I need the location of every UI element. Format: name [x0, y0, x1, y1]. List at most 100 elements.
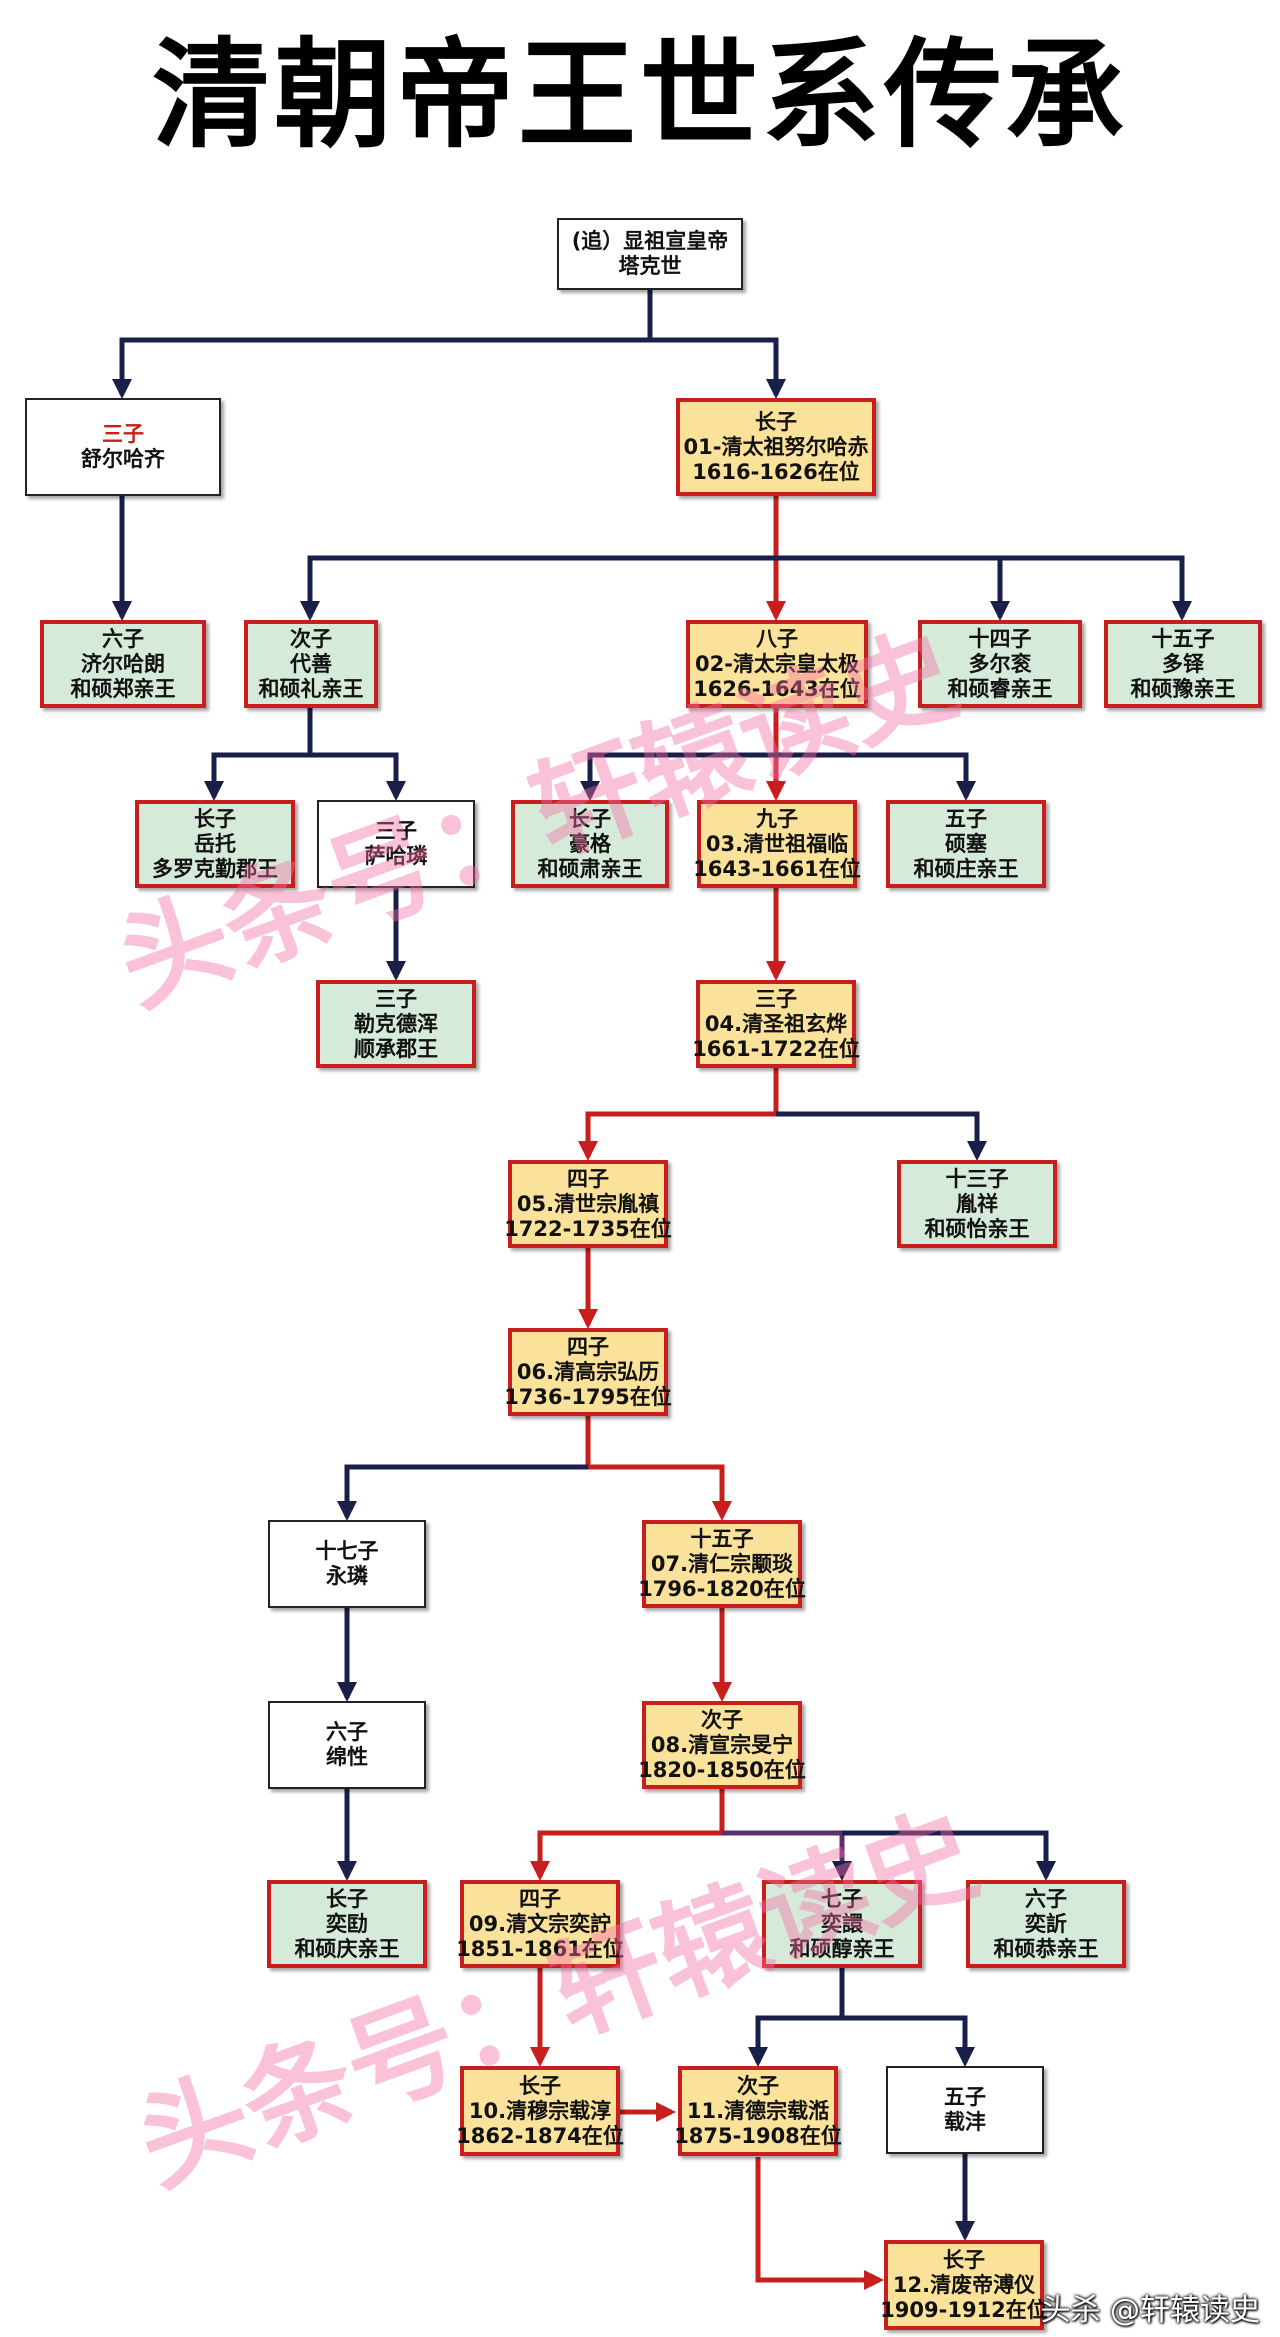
- node-line: 02-清太宗皇太极: [695, 651, 859, 676]
- node-line: 11.清德宗载湉: [686, 2098, 830, 2123]
- edge-hongtaiji-shose: [776, 752, 976, 801]
- node-line: 六子: [326, 1720, 368, 1744]
- node-line: 和硕礼亲王: [258, 676, 364, 701]
- node-line: 1862-1874在位: [456, 2123, 624, 2148]
- node-zaifeng: 五子载沣: [886, 2066, 1044, 2154]
- node-mianxing: 六子绵性: [268, 1701, 426, 1789]
- node-yikuang: 长子奕劻和硕庆亲王: [267, 1880, 427, 1968]
- node-line: 塔克世: [618, 254, 682, 278]
- node-line: 十四子: [968, 626, 1032, 651]
- edge-kangxi-yinxiang: [776, 1111, 987, 1161]
- node-line: 1661-1722在位: [692, 1036, 860, 1061]
- node-line: 1736-1795在位: [504, 1384, 672, 1409]
- node-line: 舒尔哈齐: [81, 447, 165, 471]
- node-line: (追）显祖宣皇帝: [571, 229, 729, 253]
- node-line: 绵性: [326, 1745, 368, 1769]
- node-line: 1909-1912在位: [880, 2297, 1048, 2322]
- node-line: 八子: [756, 626, 798, 651]
- node-line: 永璘: [326, 1564, 368, 1588]
- node-line: 和硕豫亲王: [1130, 676, 1236, 701]
- node-line: 1616-1626在位: [692, 459, 860, 484]
- edge-taksi-nurhaci: [650, 337, 786, 399]
- node-line: 1796-1820在位: [638, 1576, 806, 1601]
- edge-qianlong-yonglin: [337, 1464, 588, 1521]
- edge-taksi-shurhaci: [112, 290, 653, 399]
- node-line: 和硕怡亲王: [924, 1216, 1030, 1241]
- node-line: 1820-1850在位: [638, 1757, 806, 1782]
- node-line: 05.清世宗胤禛: [516, 1191, 660, 1216]
- node-line: 03.清世祖福临: [705, 831, 849, 856]
- node-line: 三子: [375, 986, 417, 1011]
- edge-daoguang-yixuan: [722, 1830, 852, 1881]
- node-line: 五子: [945, 806, 987, 831]
- edge-kangxi-yongzheng: [578, 1066, 779, 1161]
- node-line: 四子: [567, 1166, 609, 1191]
- node-line: 四子: [567, 1334, 609, 1359]
- edge-nurhaci-dodo: [1000, 555, 1192, 621]
- node-line: 长子: [326, 1886, 368, 1911]
- edge-nurhaci-daishan: [300, 555, 776, 621]
- node-line: 和硕郑亲王: [70, 676, 176, 701]
- node-line: 三子: [375, 819, 417, 843]
- node-line: 十五子: [690, 1526, 754, 1551]
- node-line: 九子: [756, 806, 798, 831]
- node-line: 多尔衮: [968, 651, 1032, 676]
- node-dorgon: 十四子多尔衮和硕睿亲王: [918, 620, 1082, 708]
- node-line: 和硕醇亲王: [789, 1936, 895, 1961]
- node-line: 和硕恭亲王: [993, 1936, 1099, 1961]
- node-shurhaci: 三子舒尔哈齐: [25, 398, 221, 496]
- node-jirgalang: 六子济尔哈朗和硕郑亲王: [40, 620, 206, 708]
- node-taksi: (追）显祖宣皇帝塔克世: [557, 218, 743, 290]
- node-shose: 五子硕塞和硕庄亲王: [886, 800, 1046, 888]
- node-line: 岳托: [194, 831, 236, 856]
- node-line: 六子: [102, 626, 144, 651]
- node-line: 长子: [194, 806, 236, 831]
- node-line: 次子: [737, 2073, 779, 2098]
- node-line: 和硕肃亲王: [537, 856, 643, 881]
- author-credit: 头杀 @轩辕读史: [1040, 2293, 1260, 2328]
- node-line: 奕劻: [326, 1911, 368, 1936]
- node-line: 长子: [519, 2073, 561, 2098]
- node-line: 奕訢: [1025, 1911, 1067, 1936]
- edge-yixuan-guangxu: [748, 1966, 845, 2067]
- node-line: 和硕庆亲王: [294, 1936, 400, 1961]
- node-yinxiang: 十三子胤祥和硕怡亲王: [897, 1160, 1057, 1248]
- node-line: 08.清宣宗旻宁: [650, 1732, 794, 1757]
- node-line: 06.清高宗弘历: [516, 1359, 660, 1384]
- node-line: 01-清太祖努尔哈赤: [683, 434, 869, 459]
- edge-hongtaiji-hooge: [580, 752, 776, 801]
- node-line: 顺承郡王: [354, 1036, 438, 1061]
- node-sahaliyan: 三子萨哈璘: [317, 800, 475, 888]
- node-line: 豪格: [569, 831, 611, 856]
- node-line: 多罗克勤郡王: [152, 856, 278, 881]
- node-line: 1722-1735在位: [504, 1216, 672, 1241]
- node-line: 07.清仁宗颙琰: [650, 1551, 794, 1576]
- node-line: 1626-1643在位: [693, 676, 861, 701]
- node-line: 十七子: [315, 1539, 379, 1563]
- node-yonglin: 十七子永璘: [268, 1520, 426, 1608]
- node-dodo: 十五子多铎和硕豫亲王: [1104, 620, 1262, 708]
- node-line: 济尔哈朗: [81, 651, 165, 676]
- node-line: 十三子: [945, 1166, 1009, 1191]
- node-lekdehun: 三子勒克德浑顺承郡王: [316, 980, 476, 1068]
- node-line: 09.清文宗奕詝: [468, 1911, 612, 1936]
- page-title: 清朝帝王世系传承: [151, 26, 1128, 164]
- node-line: 多铎: [1162, 651, 1204, 676]
- node-line: 次子: [701, 1707, 743, 1732]
- edge-daoguang-yixin: [842, 1830, 1056, 1881]
- node-line: 硕塞: [945, 831, 987, 856]
- node-line: 勒克德浑: [354, 1011, 438, 1036]
- node-line: 和硕睿亲王: [947, 676, 1053, 701]
- edge-nurhaci-dorgon: [776, 555, 1010, 621]
- node-line: 萨哈璘: [364, 844, 428, 868]
- edge-daoguang-xianfeng: [530, 1788, 725, 1881]
- node-line: 十五子: [1151, 626, 1215, 651]
- node-yixin: 六子奕訢和硕恭亲王: [966, 1880, 1126, 1968]
